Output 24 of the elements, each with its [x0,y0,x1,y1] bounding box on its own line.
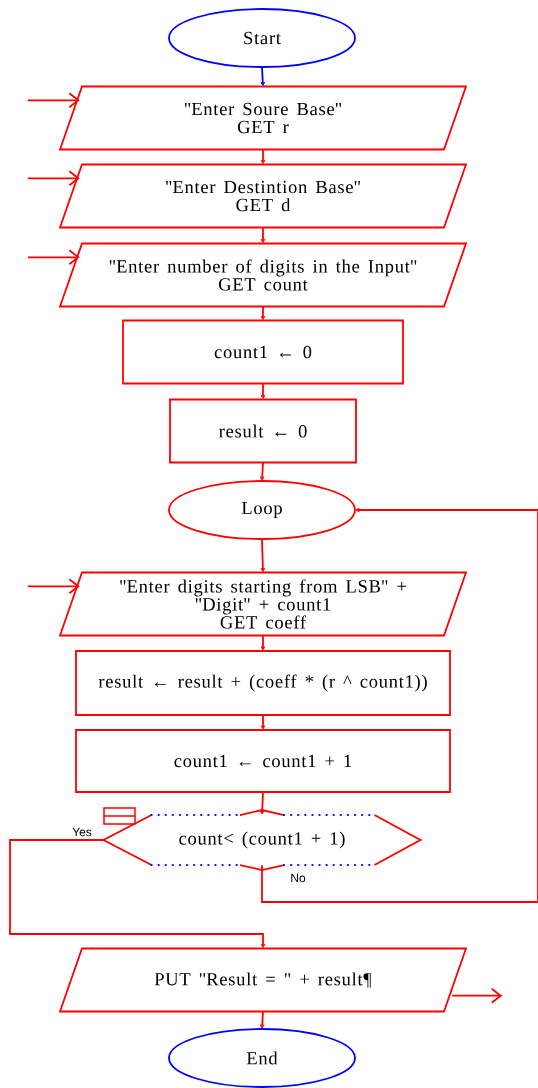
arrow [26,578,80,595]
process-box: result ← 0 [169,398,357,464]
arrow [259,791,265,815]
arrow [26,92,80,109]
process-box: count1 ← 0 [122,319,404,385]
arrow [260,538,266,572]
arrow [26,170,80,187]
arrow [451,987,503,1004]
arrow [260,66,266,86]
process-box: count1 ← count1 + 1 [75,729,451,793]
arrow [260,226,266,243]
arrow [259,461,265,481]
arrow [260,634,266,651]
arrow [260,305,266,320]
arrow [260,714,266,730]
process-box: result ← result + (coeff * (r ^ count1)) [75,650,451,716]
arrow [260,382,266,399]
decision-hexagon: count< (count1 + 1) [101,809,423,871]
arrow [259,1010,265,1029]
arrow [9,839,266,948]
edge-label: No [289,872,307,884]
arrow [26,249,80,266]
arrow [260,148,266,164]
edge-label: Yes [71,826,93,838]
